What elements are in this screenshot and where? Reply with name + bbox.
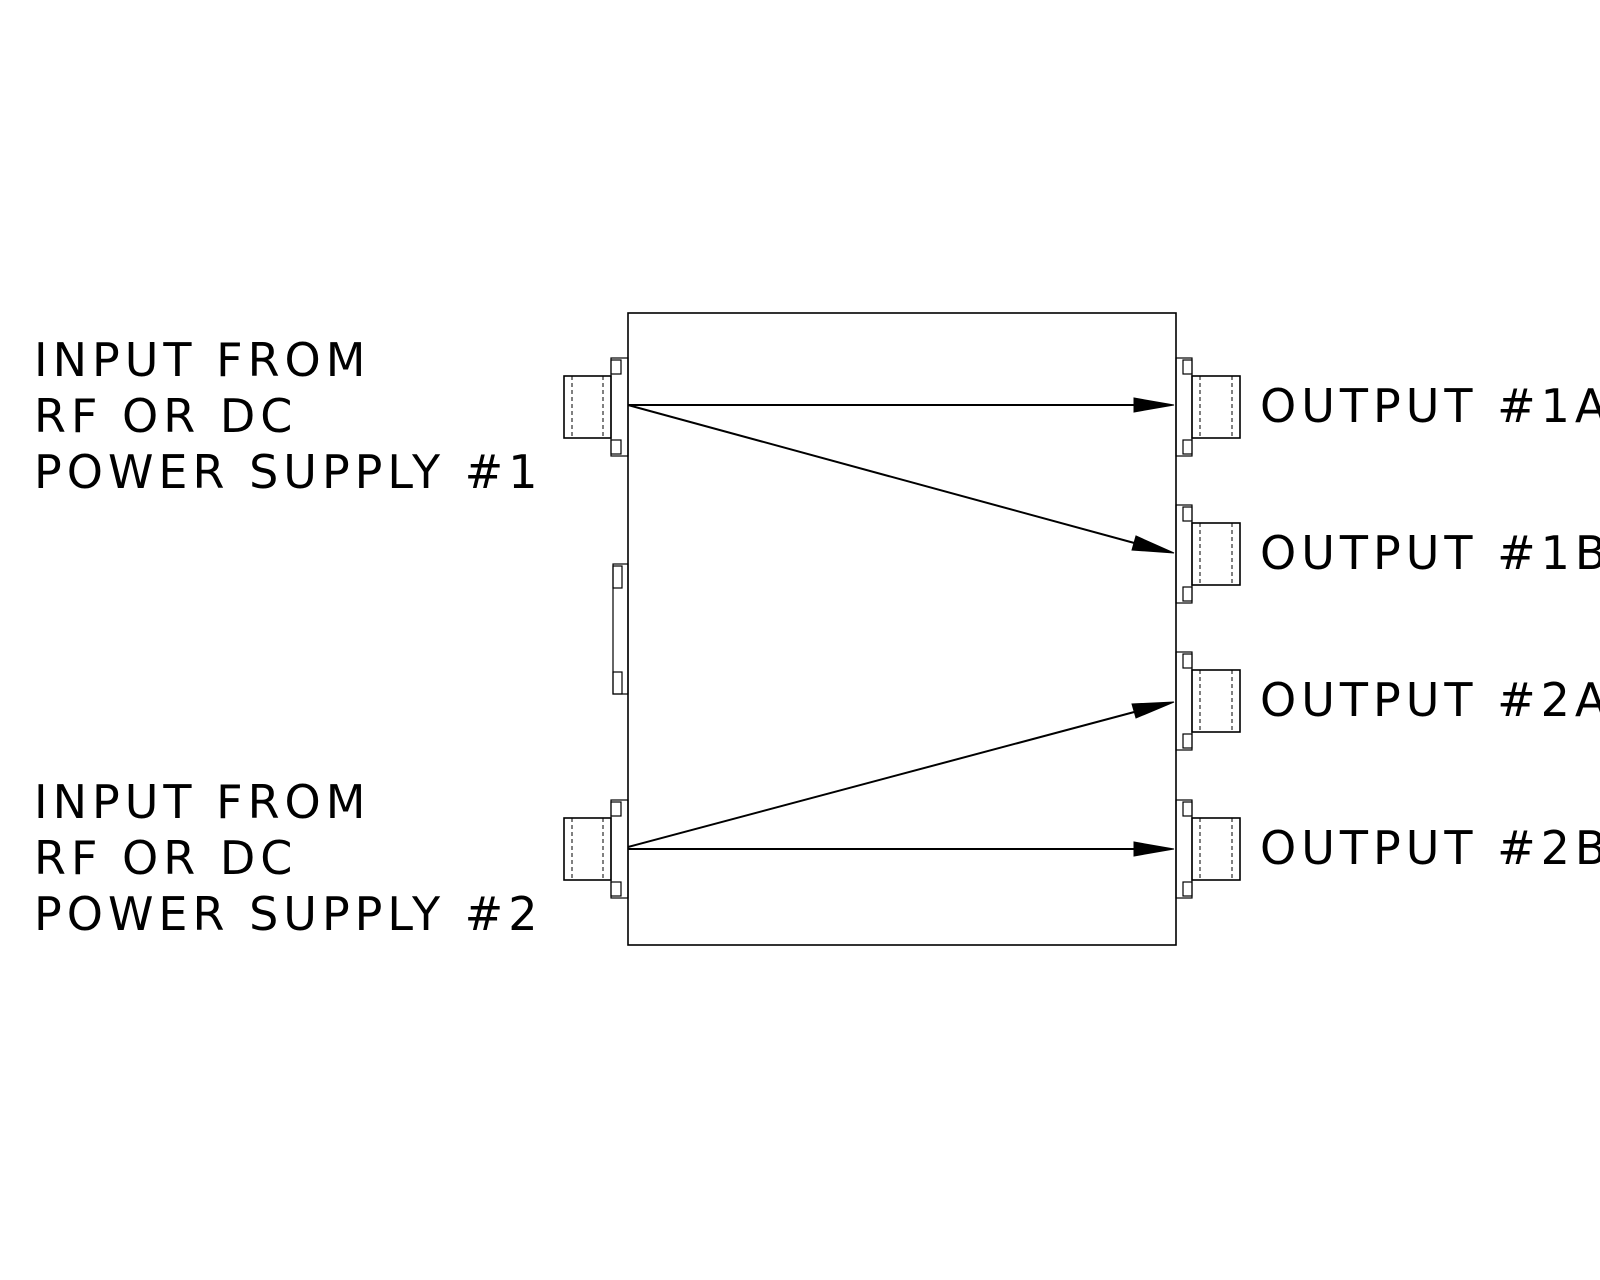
input-label-1: INPUT FROM RF OR DC POWER SUPPLY #1 (34, 333, 542, 499)
splitter-enclosure (627, 312, 1177, 946)
input-label-2-line-2: RF OR DC (34, 831, 297, 885)
input-connector-1[interactable] (563, 357, 629, 457)
arrow-input2-to-output2a (627, 710, 1139, 848)
arrowhead-output1a (1133, 397, 1175, 413)
input-label-1-line-2: RF OR DC (34, 389, 297, 443)
output-label-2b: OUTPUT #2B (1260, 821, 1600, 875)
signal-paths (627, 397, 1175, 857)
input-label-2-line-3: POWER SUPPLY #2 (34, 887, 542, 941)
output-connector-1a[interactable] (1175, 357, 1241, 457)
output-connector-2a[interactable] (1175, 651, 1241, 751)
arrowhead-output2a (1131, 701, 1175, 719)
arrow-input1-to-output1b (627, 404, 1139, 545)
output-label-2a: OUTPUT #2A (1260, 673, 1600, 727)
arrowhead-output1b (1131, 535, 1175, 554)
input-connector-2[interactable] (563, 799, 629, 899)
output-label-1a: OUTPUT #1A (1260, 379, 1600, 433)
input-label-2-line-1: INPUT FROM (34, 775, 370, 829)
arrowhead-output2b (1133, 841, 1175, 857)
output-connector-1b[interactable] (1175, 504, 1241, 604)
output-connector-2b[interactable] (1175, 799, 1241, 899)
output-label-1b: OUTPUT #1B (1260, 526, 1600, 580)
input-label-2: INPUT FROM RF OR DC POWER SUPPLY #2 (34, 775, 542, 941)
input-label-1-line-3: POWER SUPPLY #1 (34, 445, 542, 499)
enclosure-side-tab (612, 563, 629, 695)
input-label-1-line-1: INPUT FROM (34, 333, 370, 387)
